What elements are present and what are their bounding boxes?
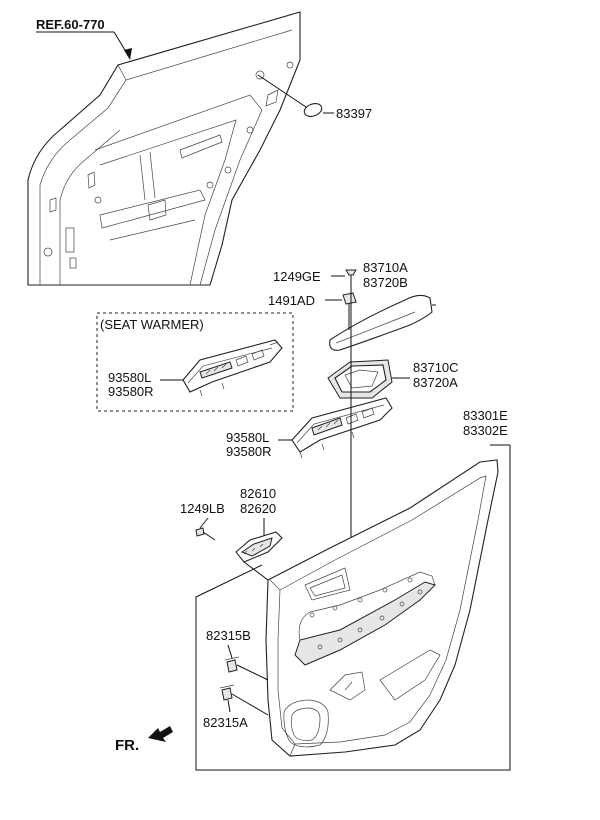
clip-1491ad-drawing <box>325 292 357 305</box>
label-82315a: 82315A <box>203 715 248 730</box>
screw-1249lb-drawing <box>195 517 216 541</box>
screw-1249ge-drawing <box>331 269 357 284</box>
front-label: FR. <box>115 737 139 754</box>
plug-83397-drawing <box>257 74 334 117</box>
label-83397: 83397 <box>336 106 372 121</box>
label-93580: 93580L 93580R <box>226 430 273 459</box>
label-82315b: 82315B <box>206 628 251 643</box>
label-1249lb: 1249LB <box>180 501 225 516</box>
switch-bezel-drawing <box>327 359 410 399</box>
door-trim-panel-drawing <box>265 459 499 757</box>
clip-82315a-drawing <box>219 684 269 716</box>
label-1491ad: 1491AD <box>268 293 315 308</box>
trim-panel-box <box>195 444 511 771</box>
label-1249ge: 1249GE <box>273 269 321 284</box>
front-arrow-icon <box>148 726 173 742</box>
window-switch-drawing <box>278 397 393 459</box>
label-82610-82620: 82610 82620 <box>240 486 280 516</box>
seat-warmer-label: (SEAT WARMER) <box>100 317 204 332</box>
label-93580-seat-warmer: 93580L 93580R <box>108 370 155 399</box>
door-handle-drawing <box>235 518 283 581</box>
clip-82315b-drawing <box>224 644 269 681</box>
ref-callout <box>36 31 132 60</box>
armrest-cover-drawing <box>329 294 436 351</box>
label-83710c-83720a: 83710C 83720A <box>413 360 462 390</box>
seat-warmer-box: (SEAT WARMER) <box>96 312 294 412</box>
label-83710a-83720b: 83710A 83720B <box>363 260 411 290</box>
door-frame-drawing <box>27 11 301 286</box>
label-83301e-83302e: 83301E 83302E <box>463 408 511 438</box>
ref-label: REF.60-770 <box>36 17 105 32</box>
